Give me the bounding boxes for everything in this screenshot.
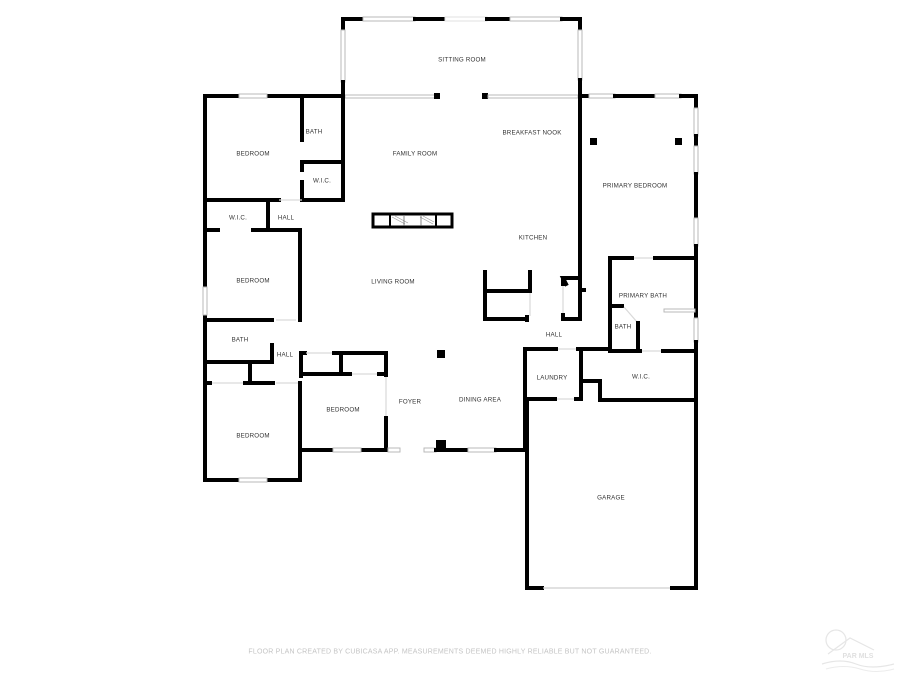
room-label-living-room: LIVING ROOM [371, 278, 415, 286]
front-walls [387, 350, 527, 453]
logo-text: PAR MLS [843, 653, 874, 660]
disclaimer-text: FLOOR PLAN CREATED BY CUBICASA APP. MEAS… [248, 648, 652, 656]
bedroom-1-walls [203, 94, 345, 322]
room-label-bath-2: BATH [231, 336, 249, 344]
room-label-hall-2: HALL [276, 351, 294, 359]
room-label-bedroom-3: BEDROOM [326, 406, 360, 414]
room-label-primary-wic: W.I.C. [631, 373, 651, 381]
room-label-bath-1: BATH [305, 128, 323, 136]
room-label-hall-1: HALL [277, 214, 295, 222]
room-label-wic-1: W.I.C. [312, 177, 332, 185]
room-label-dining-area: DINING AREA [458, 396, 502, 404]
room-label-bedroom-2: BEDROOM [236, 277, 270, 285]
bedroom-3-walls [299, 351, 388, 452]
room-label-sitting-room: SITTING ROOM [438, 56, 486, 64]
room-label-bedroom-4: BEDROOM [236, 432, 270, 440]
house-sun-waves-logo-icon: PAR MLS [821, 629, 895, 672]
room-label-primary-bath-toilet: BATH [614, 323, 632, 331]
room-label-primary-bedroom: PRIMARY BEDROOM [602, 182, 668, 190]
room-label-hall-kitchen: HALL [545, 331, 563, 339]
room-label-bedroom-1: BEDROOM [236, 150, 270, 158]
primary-bedroom-walls [578, 93, 699, 590]
garage-walls [525, 398, 698, 590]
fireplace [371, 212, 454, 229]
room-label-wic-2: W.I.C. [228, 214, 248, 222]
room-label-laundry: LAUNDRY [536, 374, 568, 382]
room-label-foyer: FOYER [398, 398, 422, 406]
room-label-primary-bath: PRIMARY BATH [618, 292, 668, 300]
room-label-breakfast-nook: BREAKFAST NOOK [502, 129, 562, 137]
left-wing-walls [202, 93, 389, 483]
room-label-family-room: FAMILY ROOM [392, 150, 438, 158]
bedroom-2-walls [203, 318, 302, 482]
room-label-garage: GARAGE [597, 494, 625, 502]
room-label-kitchen: KITCHEN [518, 234, 548, 242]
sitting-room-walls [340, 16, 583, 99]
laundry-wic-walls [523, 347, 698, 452]
kitchen-island [483, 94, 586, 322]
